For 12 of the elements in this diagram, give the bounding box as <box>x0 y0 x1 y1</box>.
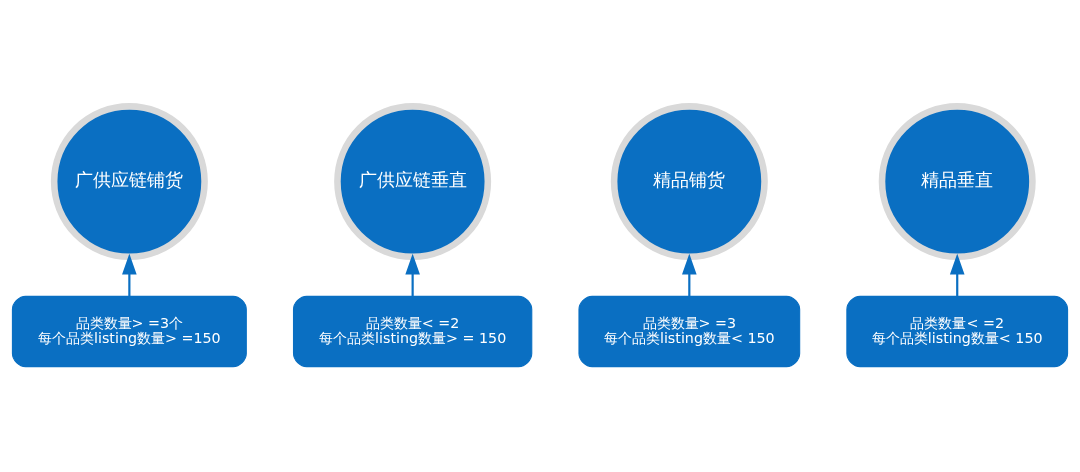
node-box: 品类数量< =2 每个品类listing数量< 150 <box>846 295 1069 367</box>
node-box: 品类数量> =3个 每个品类listing数量> =150 <box>11 295 247 367</box>
node-box: 品类数量> =3 每个品类listing数量< 150 <box>578 295 801 367</box>
arrow <box>122 253 137 296</box>
node-circle: 广供应链铺货 <box>50 102 208 260</box>
arrow <box>405 253 420 296</box>
node-circle: 广供应链垂直 <box>334 102 492 260</box>
node-circle: 精品铺货 <box>610 102 768 260</box>
node-box: 品类数量< =2 每个品类listing数量> = 150 <box>292 295 533 367</box>
arrow <box>949 253 965 296</box>
node-circle: 精品垂直 <box>878 102 1036 260</box>
arrow <box>682 253 697 296</box>
